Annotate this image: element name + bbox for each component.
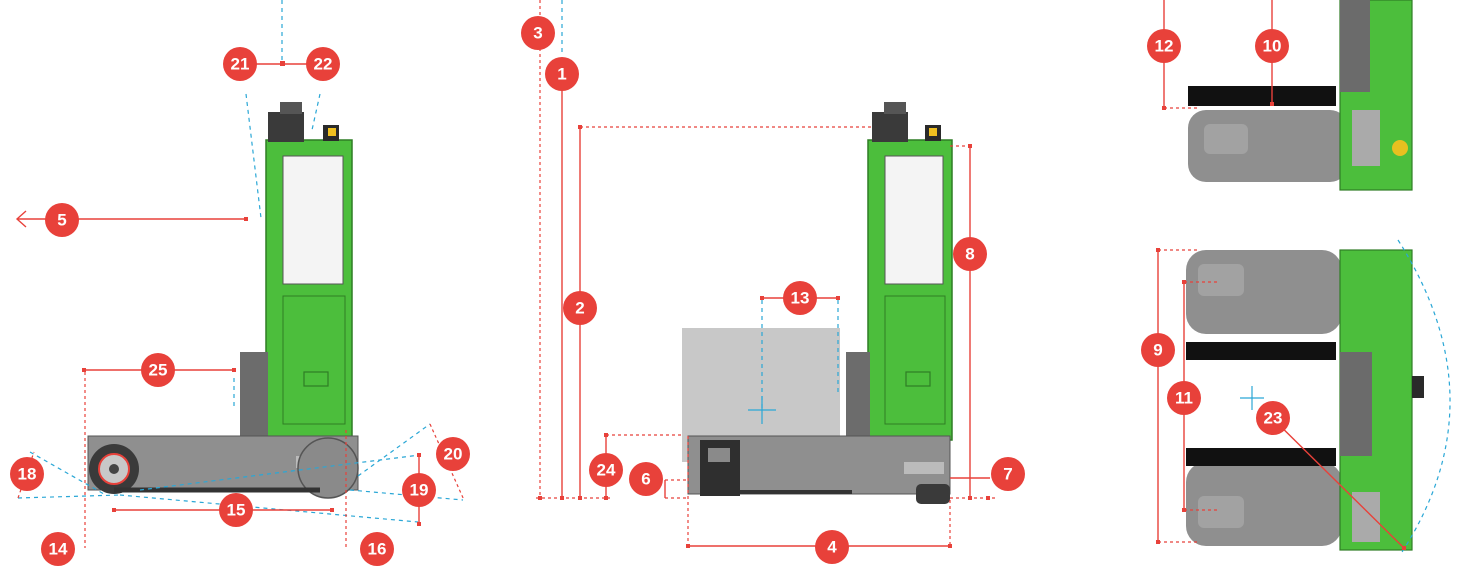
svg-text:2: 2 bbox=[575, 299, 584, 318]
svg-text:19: 19 bbox=[410, 481, 429, 500]
front-wheel bbox=[297, 437, 359, 499]
badge-10: 10 bbox=[1255, 29, 1289, 63]
badge-13: 13 bbox=[783, 281, 817, 315]
badge-15: 15 bbox=[219, 493, 253, 527]
svg-text:18: 18 bbox=[18, 465, 37, 484]
badge-3: 3 bbox=[521, 16, 555, 50]
crosshair-icon bbox=[748, 396, 776, 424]
badge-22: 22 bbox=[306, 47, 340, 81]
mast-window bbox=[282, 155, 344, 285]
crosshair-icon bbox=[1240, 386, 1264, 410]
svg-text:9: 9 bbox=[1153, 341, 1162, 360]
svg-text:13: 13 bbox=[791, 289, 810, 308]
svg-text:24: 24 bbox=[597, 461, 616, 480]
badge-2: 2 bbox=[563, 291, 597, 325]
svg-text:12: 12 bbox=[1155, 37, 1174, 56]
svg-text:7: 7 bbox=[1003, 465, 1012, 484]
badge-14: 14 bbox=[41, 532, 75, 566]
side-view-left: 5 21 22 25 18 20 19 15 14 16 bbox=[10, 0, 470, 566]
svg-text:10: 10 bbox=[1263, 37, 1282, 56]
badge-7: 7 bbox=[991, 457, 1025, 491]
top-view-upper: 12 10 bbox=[1147, 0, 1413, 191]
badge-4: 4 bbox=[815, 530, 849, 564]
svg-text:25: 25 bbox=[149, 361, 168, 380]
svg-text:5: 5 bbox=[57, 211, 66, 230]
badge-9: 9 bbox=[1141, 333, 1175, 367]
badge-11: 11 bbox=[1167, 381, 1201, 415]
svg-text:1: 1 bbox=[557, 65, 566, 84]
top-view-lower: 9 11 23 bbox=[1141, 239, 1451, 553]
svg-text:21: 21 bbox=[231, 55, 250, 74]
svg-text:23: 23 bbox=[1264, 409, 1283, 428]
svg-text:16: 16 bbox=[368, 540, 387, 559]
badge-12: 12 bbox=[1147, 29, 1181, 63]
badge-18: 18 bbox=[10, 457, 44, 491]
badge-8: 8 bbox=[953, 237, 987, 271]
side-view-middle: 3 1 2 13 24 6 8 7 4 bbox=[521, 0, 1025, 564]
svg-text:4: 4 bbox=[827, 538, 837, 557]
badge-21: 21 bbox=[223, 47, 257, 81]
badge-20: 20 bbox=[436, 437, 470, 471]
svg-text:20: 20 bbox=[444, 445, 463, 464]
svg-text:11: 11 bbox=[1175, 389, 1193, 408]
svg-text:8: 8 bbox=[965, 245, 974, 264]
badge-5: 5 bbox=[45, 203, 79, 237]
svg-text:6: 6 bbox=[641, 470, 650, 489]
svg-text:14: 14 bbox=[49, 540, 68, 559]
arrow-left-icon bbox=[15, 210, 27, 228]
svg-text:22: 22 bbox=[314, 55, 333, 74]
badge-25: 25 bbox=[141, 353, 175, 387]
badge-16: 16 bbox=[360, 532, 394, 566]
badge-24: 24 bbox=[589, 453, 623, 487]
badge-1: 1 bbox=[545, 57, 579, 91]
badge-19: 19 bbox=[402, 473, 436, 507]
svg-text:15: 15 bbox=[227, 501, 246, 520]
svg-text:3: 3 bbox=[533, 24, 542, 43]
badge-23: 23 bbox=[1256, 401, 1290, 435]
badge-6: 6 bbox=[629, 462, 663, 496]
